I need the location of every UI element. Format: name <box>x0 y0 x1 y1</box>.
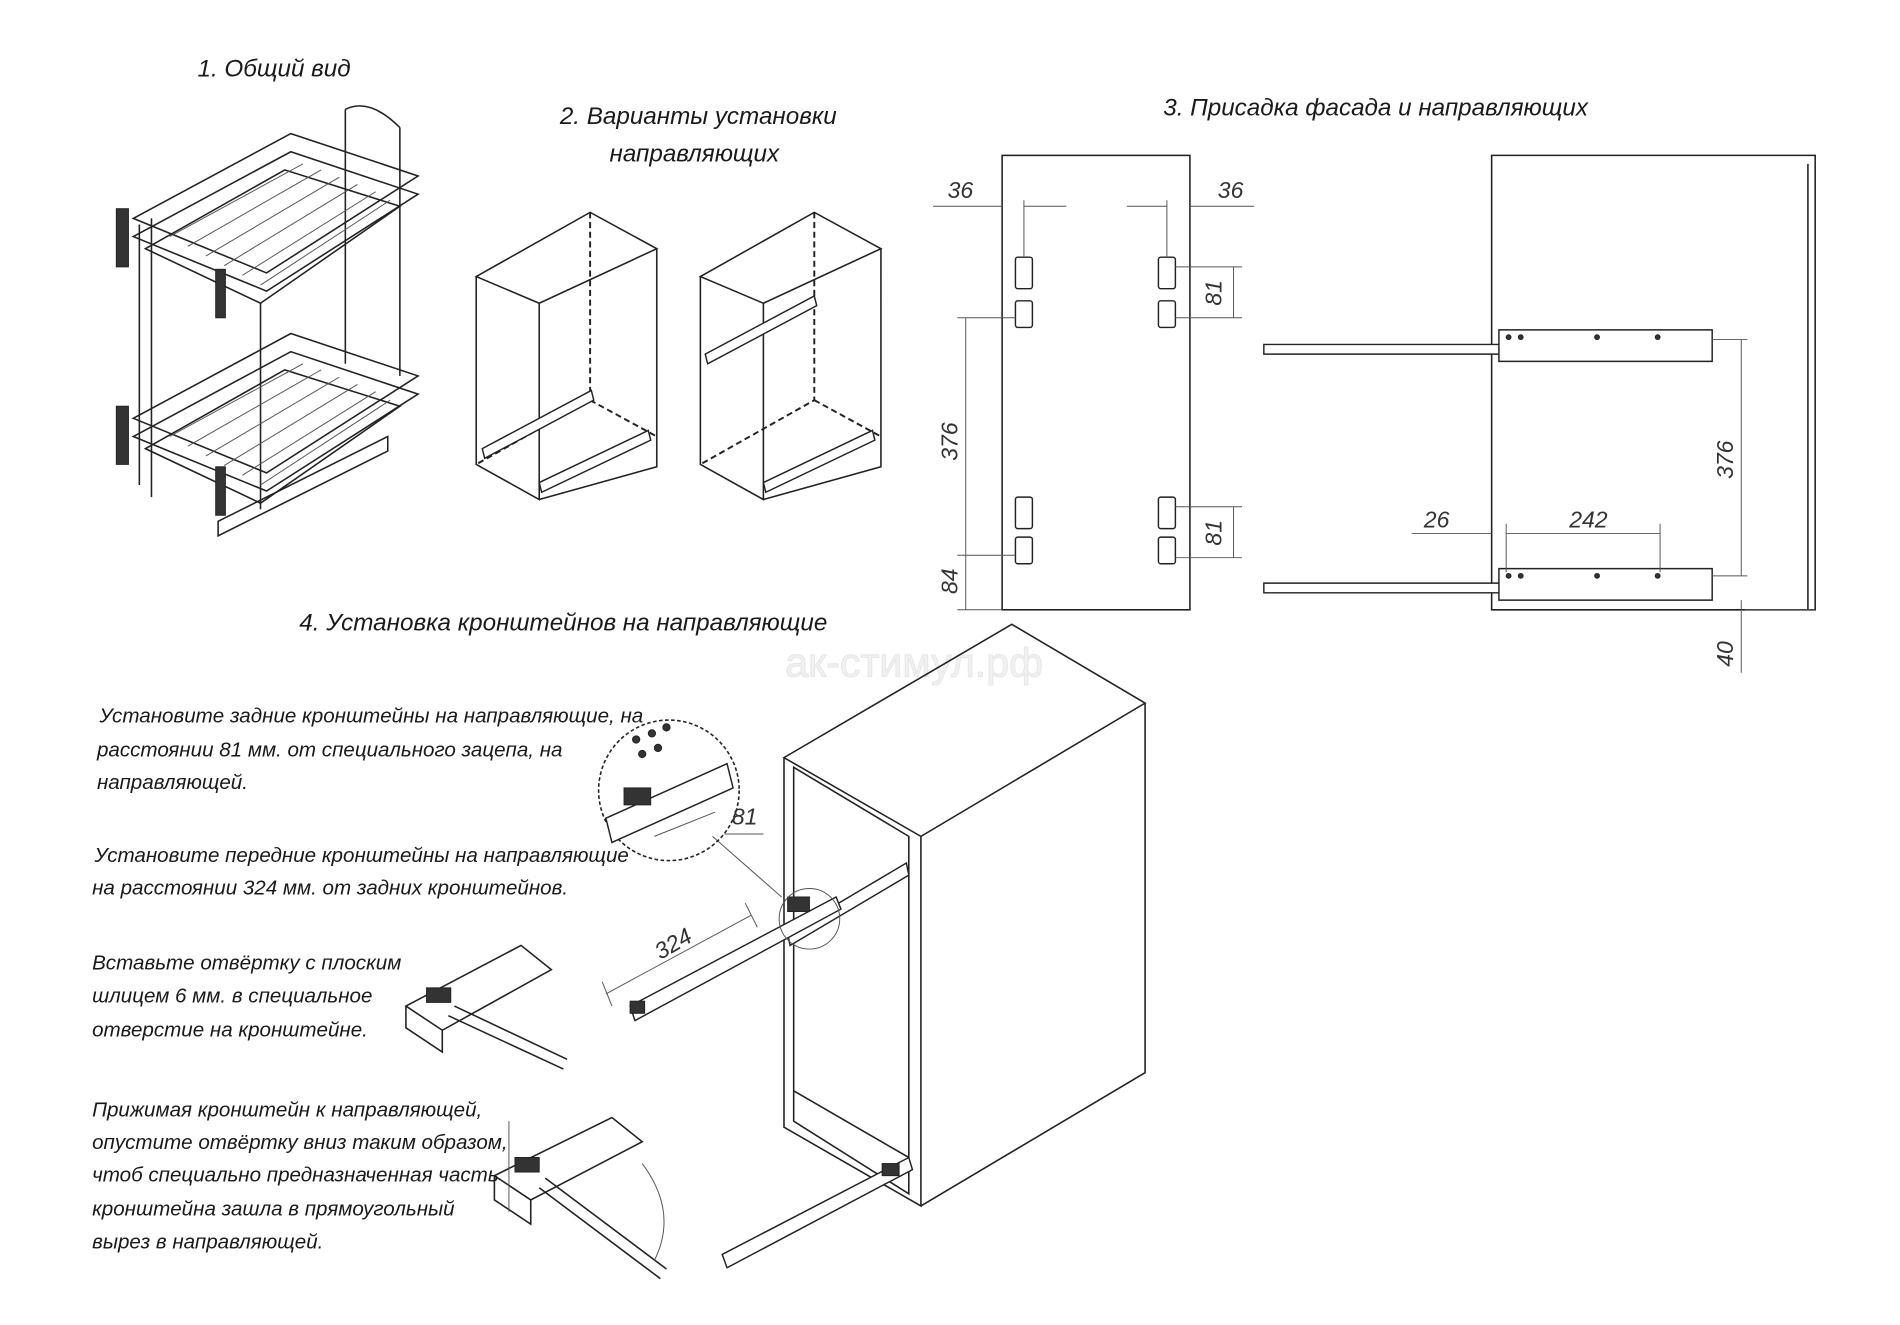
instruction-1: Установите задние кронштейны на направля… <box>96 704 643 794</box>
dim-bracket-distance: 324 <box>650 923 696 965</box>
screwdriver-press-illustration <box>492 1116 667 1280</box>
dim-rail-front-offset: 26 <box>1423 506 1450 532</box>
instruction-line: кронштейна зашла в прямоугольный <box>92 1198 455 1221</box>
dim-facade-right-offset: 36 <box>1218 177 1244 203</box>
instruction-line: Вставьте отвёртку с плоским <box>92 952 401 975</box>
instruction-line: Прижимая кронштейн к направляющей, <box>92 1098 482 1121</box>
dim-bracket-spacing-top: 81 <box>1200 280 1226 306</box>
dim-facade-bottom-offset: 84 <box>936 568 962 594</box>
dim-bracket-spacing-bottom: 81 <box>1200 520 1226 546</box>
hook-detail-view: 81 <box>597 719 764 862</box>
instruction-line: вырез в направляющей. <box>92 1230 323 1253</box>
section3-title: 3. Присадка фасада и направляющих <box>1163 94 1589 121</box>
instruction-line: направляющей. <box>97 771 248 794</box>
instruction-line: чтоб специально предназначенная часть <box>92 1164 499 1187</box>
screwdriver-insert-illustration <box>404 944 568 1070</box>
instruction-line: расстоянии 81 мм. от специального зацепа… <box>96 738 563 761</box>
dim-rail-hole-spacing: 242 <box>1568 506 1608 532</box>
cabinet-bracket-installation: 324 <box>601 623 1147 1269</box>
section2-title-line2: направляющих <box>610 140 781 167</box>
instruction-line: на расстоянии 324 мм. от задних кронштей… <box>92 877 568 900</box>
section2-title: 2. Варианты установки <box>559 103 837 130</box>
instruction-2: Установите передние кронштейны на направ… <box>92 844 629 900</box>
dim-bracket-vertical-distance: 376 <box>936 422 962 461</box>
rail-mount-variant-bottom <box>474 211 659 501</box>
instruction-3: Вставьте отвёртку с плоским шлицем 6 мм.… <box>92 952 401 1042</box>
rail-mount-variant-top <box>698 211 883 501</box>
section4-title: 4. Установка кронштейнов на направляющие <box>299 609 827 636</box>
dim-rail-vertical-distance: 376 <box>1712 440 1738 479</box>
instruction-line: шлицем 6 мм. в специальное <box>92 984 372 1007</box>
instruction-line: Установите задние кронштейны на направля… <box>98 704 643 727</box>
instruction-line: Установите передние кронштейны на направ… <box>94 844 629 867</box>
facade-drilling-diagram: 36 36 81 81 376 84 <box>933 154 1255 611</box>
cabinet-rail-positioning: 376 26 242 40 <box>1263 154 1816 673</box>
instruction-4: Прижимая кронштейн к направляющей, опуст… <box>92 1098 508 1253</box>
instruction-line: опустите отвёртку вниз таким образом, <box>92 1131 508 1154</box>
dim-facade-left-offset: 36 <box>948 177 974 203</box>
watermark: ак-стимул.рф <box>785 639 1043 685</box>
instruction-line: отверстие на кронштейне. <box>92 1018 368 1041</box>
basket-general-view <box>115 105 420 538</box>
dim-rail-bottom-offset: 40 <box>1712 641 1738 667</box>
dim-detail-hook-distance: 81 <box>732 803 758 829</box>
section1-title: 1. Общий вид <box>198 56 351 83</box>
